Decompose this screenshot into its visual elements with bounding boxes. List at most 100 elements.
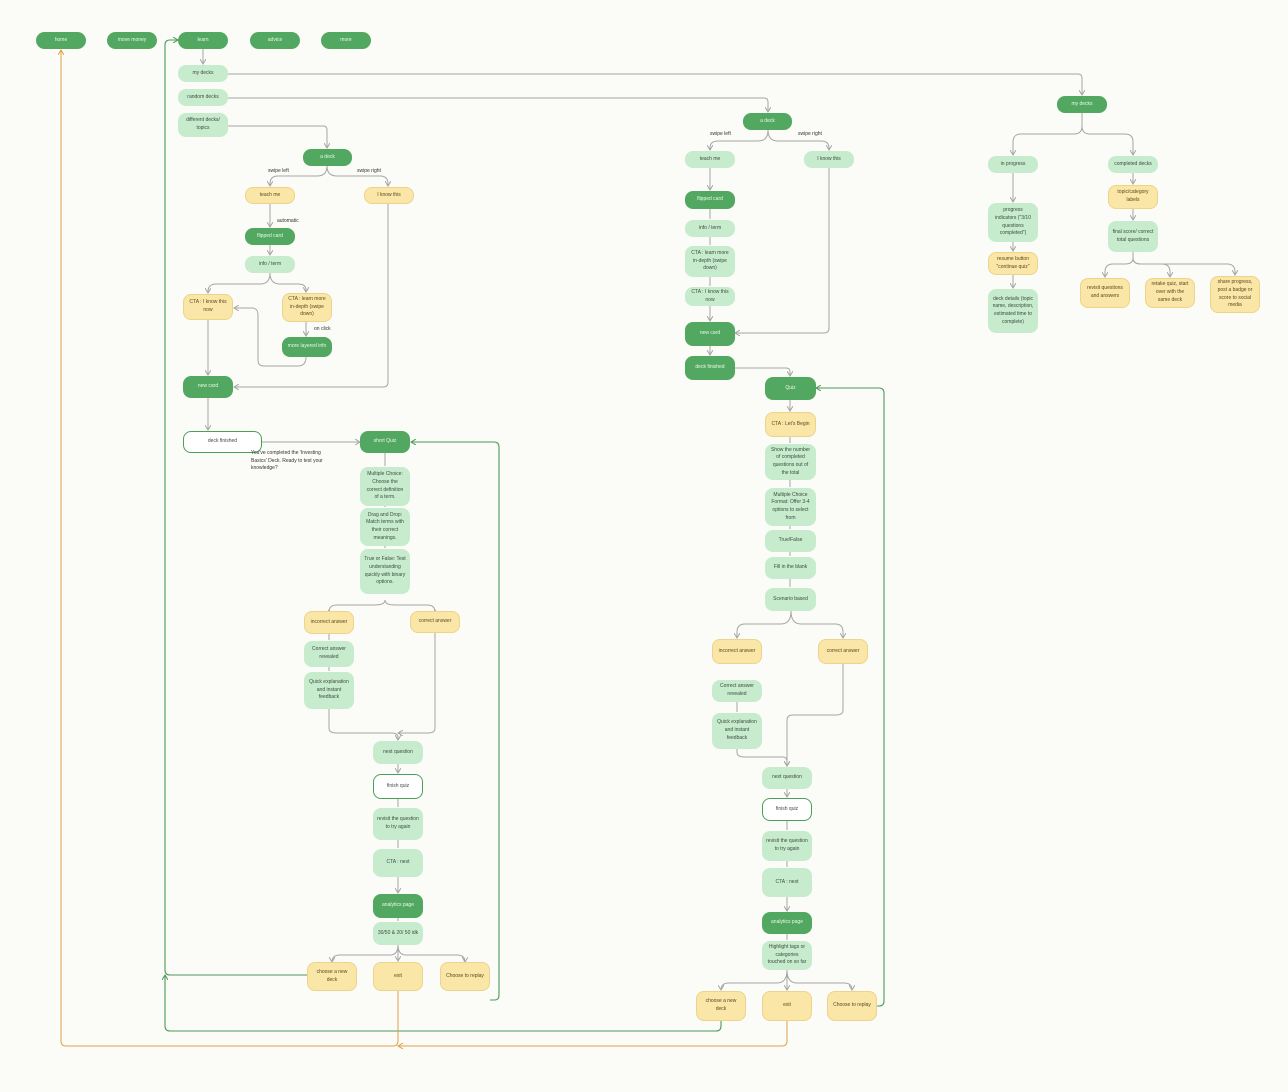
- fill-blank-node: Fill in the blank: [765, 557, 816, 579]
- connector: [411, 442, 500, 1001]
- incorrect-answer-node: incorrect answer: [712, 639, 762, 664]
- info-term-node: info / term: [245, 256, 295, 273]
- connector: [228, 125, 327, 148]
- nav-home[interactable]: home: [36, 32, 86, 49]
- answer-revealed-node: Correct answer revealed: [712, 680, 762, 702]
- connector: [786, 969, 852, 990]
- connector: [790, 610, 843, 638]
- connector: [737, 610, 792, 638]
- my-decks-hub-node: my decks: [1057, 96, 1107, 113]
- cta-know-now-node: CTA : I know this now: [183, 294, 233, 320]
- connector: [710, 129, 769, 150]
- teach-me-node: teach me: [245, 187, 295, 204]
- connector: [165, 975, 722, 1032]
- different-decks-node: different decks/ topics: [178, 113, 228, 137]
- connector: [228, 97, 768, 112]
- teach-me-node: teach me: [685, 151, 735, 168]
- swipe-right-label: swipe right: [357, 168, 381, 174]
- exit-node: exit: [762, 991, 812, 1021]
- on-click-label: on click: [314, 326, 331, 332]
- share-progress-node: share progress, post a badge or score to…: [1210, 276, 1260, 313]
- final-score-node: final score/ correct total questions: [1108, 221, 1158, 252]
- i-know-this-node: I know this: [364, 187, 414, 204]
- replay-node: Choose to replay: [440, 962, 490, 991]
- scenario-node: Scenario based: [765, 588, 816, 611]
- random-decks-node: random decks: [178, 89, 228, 106]
- nav-move-money[interactable]: move money: [107, 32, 157, 49]
- flipped-card-node: flipped card: [685, 191, 735, 209]
- incorrect-answer-node: incorrect answer: [304, 611, 354, 634]
- automatic-label: automatic: [277, 218, 299, 224]
- cta-learn-more-node: CTA : learn more in-depth (swipe down): [685, 246, 735, 277]
- deck-finished-node: deck finished: [183, 431, 262, 453]
- replay-node: Choose to replay: [827, 991, 877, 1021]
- answer-revealed-node: Correct answer revealed: [304, 641, 354, 667]
- progress-indicators-node: progress indicators ("3/10 questions com…: [988, 203, 1038, 242]
- connector: [326, 165, 388, 186]
- connector: [735, 367, 790, 376]
- analytics-page-node: analytics page: [762, 912, 812, 934]
- deck-details-node: deck details (topic name, description, e…: [988, 289, 1038, 333]
- cta-begin-node: CTA : Let's Begin: [765, 412, 816, 437]
- connector: [1132, 252, 1235, 275]
- new-card-node: new card: [183, 376, 233, 398]
- connector: [735, 168, 830, 333]
- connector: [234, 203, 389, 387]
- connector: [1081, 113, 1133, 155]
- explanation-node: Quick explanation and instant feedback: [304, 672, 354, 709]
- quiz-node: Quiz: [765, 377, 816, 400]
- my-decks-node: my decks: [178, 65, 228, 82]
- topic-labels-node: topic/category labels: [1108, 185, 1158, 209]
- connector: [787, 664, 844, 766]
- true-false-node: True/False: [765, 530, 816, 552]
- retake-quiz-node: retake quiz, start over with the same de…: [1145, 278, 1195, 308]
- connector: [767, 129, 829, 150]
- connector: [329, 599, 386, 612]
- revisit-question-node: revisit the question to try again: [762, 831, 812, 861]
- multiple-choice-node: Multiple Choice Format: Offer 3-4 option…: [765, 488, 816, 526]
- nav-more[interactable]: more: [321, 32, 371, 49]
- connector: [1013, 113, 1083, 155]
- nav-learn[interactable]: learn: [178, 32, 228, 49]
- new-card-node: new card: [685, 322, 735, 346]
- connector: [234, 308, 307, 367]
- flow-a-deck-node: a deck: [303, 149, 352, 166]
- correct-answer-node: correct answer: [818, 639, 868, 664]
- in-progress-node: in progress: [988, 156, 1038, 173]
- revisit-question-node: revisit the question to try again: [373, 808, 423, 840]
- true-false-node: True or False: Test understanding quickl…: [360, 549, 410, 594]
- exit-node: exit: [373, 962, 423, 991]
- connector: [398, 633, 436, 733]
- flipped-card-node: flipped card: [245, 228, 295, 245]
- i-know-this-node: I know this: [804, 151, 854, 168]
- connector: [61, 50, 399, 1047]
- choose-new-deck-node: choose a new deck: [696, 991, 746, 1021]
- connector: [228, 73, 1082, 95]
- cta-learn-more-node: CTA : learn more in-depth (swipe down): [282, 293, 332, 322]
- correct-answer-node: correct answer: [410, 611, 460, 633]
- connector: [397, 944, 465, 962]
- connector: [736, 749, 787, 766]
- nav-advice[interactable]: advice: [250, 32, 300, 49]
- more-info-node: more layered info: [282, 337, 332, 357]
- completion-message: You've completed the 'Investing Basics' …: [251, 450, 323, 471]
- flow-b-deck-node: a deck: [743, 113, 792, 130]
- connector: [721, 969, 788, 990]
- next-question-node: next question: [762, 767, 812, 789]
- connector: [398, 1021, 788, 1046]
- next-question-node: next question: [373, 741, 423, 764]
- swipe-left-label: swipe left: [268, 168, 289, 174]
- explanation-node: Quick explanation and instant feedback: [712, 713, 762, 749]
- connector: [269, 272, 306, 292]
- cta-next-node: CTA : next: [373, 849, 423, 877]
- finish-quiz-node: finish quiz: [762, 798, 812, 821]
- finish-quiz-node: finish quiz: [373, 774, 423, 799]
- drag-drop-node: Drag and Drop: Match terms with their co…: [360, 508, 410, 546]
- show-number-node: Show the number of completed questions o…: [765, 444, 816, 480]
- connector: [164, 40, 307, 976]
- connector: [1105, 252, 1134, 277]
- highlight-tags-node: Highlight tags or categories touched on …: [762, 941, 812, 970]
- connector: [384, 599, 435, 612]
